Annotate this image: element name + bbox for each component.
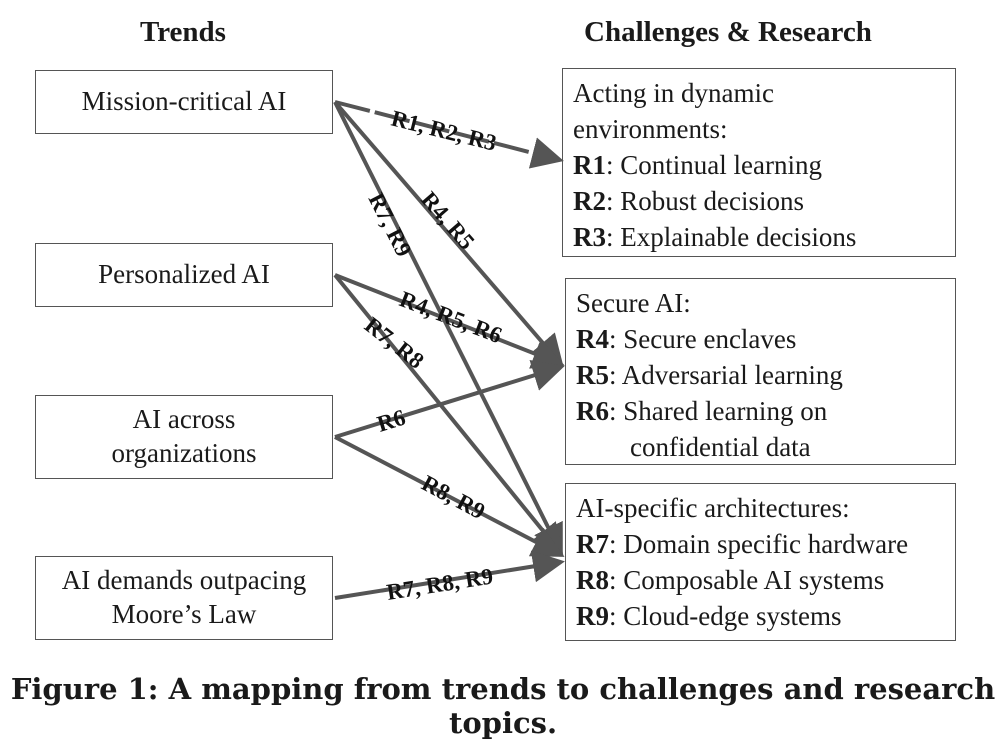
research-code: R9	[576, 601, 609, 631]
arrow-moore-to-arch	[334, 550, 565, 600]
challenge-title: Secure AI:	[576, 288, 691, 318]
arrow-label: R4, R5	[416, 187, 479, 255]
research-item: R1: Continual learning	[573, 147, 945, 183]
trend-label: Moore’s Law	[111, 599, 257, 629]
research-text: : Domain specific hardware	[609, 529, 909, 559]
research-code: R5	[576, 360, 609, 390]
challenge-dynamic-environments: Acting in dynamic environments: R1: Cont…	[562, 68, 956, 257]
research-item: R9: Cloud-edge systems	[576, 598, 945, 634]
challenge-ai-architectures: AI-specific architectures: R7: Domain sp…	[565, 483, 956, 641]
arrow-label: R8, R9	[418, 470, 490, 524]
challenge-secure-ai: Secure AI: R4: Secure enclaves R5: Adver…	[565, 278, 956, 465]
arrow-orgs-to-arch	[334, 435, 565, 557]
arrow-label: R1, R2, R3	[389, 106, 499, 156]
trend-label: organizations	[111, 438, 257, 468]
research-text: : Robust decisions	[606, 186, 805, 216]
caption-text: A mapping from trends to challenges and …	[158, 672, 996, 740]
trend-label: Personalized AI	[98, 259, 270, 290]
arrow-label: R7, R8	[360, 312, 429, 373]
arrow-label: R4, R5, R6	[396, 286, 505, 348]
research-code: R6	[576, 396, 609, 426]
arrow-label: R7, R8, R9	[385, 563, 495, 604]
research-item: R3: Explainable decisions	[573, 219, 945, 255]
research-code: R4	[576, 324, 609, 354]
research-code: R3	[573, 222, 606, 252]
research-code: R2	[573, 186, 606, 216]
research-text: : Shared learning on	[609, 396, 828, 426]
arrow-mission-to-secure	[333, 100, 564, 368]
research-item: R7: Domain specific hardware	[576, 526, 945, 562]
research-text: : Composable AI systems	[609, 565, 885, 595]
trend-moores-law: AI demands outpacing Moore’s Law	[35, 556, 333, 640]
figure-caption: Figure 1: A mapping from trends to chall…	[0, 672, 1006, 740]
research-text-continued: confidential data	[630, 432, 811, 462]
arrow-label: R7, R9	[364, 189, 417, 261]
research-item: R5: Adversarial learning	[576, 357, 945, 393]
research-item: R2: Robust decisions	[573, 183, 945, 219]
trend-personalized: Personalized AI	[35, 243, 333, 307]
trends-heading: Trends	[140, 16, 226, 48]
trend-across-orgs: AI across organizations	[35, 395, 333, 479]
trend-label: AI demands outpacing	[61, 565, 307, 596]
research-item: R4: Secure enclaves	[576, 321, 945, 357]
research-code: R1	[573, 150, 606, 180]
arrow-mission-to-arch	[333, 101, 563, 557]
challenge-title: environments:	[573, 114, 728, 144]
caption-figure-number: Figure 1:	[10, 672, 159, 706]
research-item: R8: Composable AI systems	[576, 562, 945, 598]
trend-label: Mission-critical AI	[81, 86, 287, 117]
research-code: R8	[576, 565, 609, 595]
arrow-personal-to-secure	[334, 273, 565, 369]
challenge-title: Acting in dynamic	[573, 78, 774, 108]
arrow-mission-to-dynamic	[334, 100, 564, 169]
trend-mission-critical: Mission-critical AI	[35, 70, 333, 134]
arrow-orgs-to-secure	[334, 360, 565, 439]
challenges-heading: Challenges & Research	[584, 16, 872, 48]
arrow-personal-to-arch	[333, 273, 564, 557]
research-text: : Adversarial learning	[609, 360, 843, 390]
research-text: : Secure enclaves	[609, 324, 797, 354]
research-text: : Cloud-edge systems	[609, 601, 842, 631]
trend-label: AI across	[132, 404, 236, 435]
research-text: : Explainable decisions	[606, 222, 857, 252]
research-item: R6: Shared learning on	[576, 393, 945, 429]
research-text: : Continual learning	[606, 150, 822, 180]
arrow-label: R6	[374, 405, 408, 437]
mapping-arrows: R1, R2, R3 R4, R5 R7, R9 R4, R5, R6 R7, …	[333, 100, 565, 605]
challenge-title: AI-specific architectures:	[576, 493, 850, 523]
research-code: R7	[576, 529, 609, 559]
